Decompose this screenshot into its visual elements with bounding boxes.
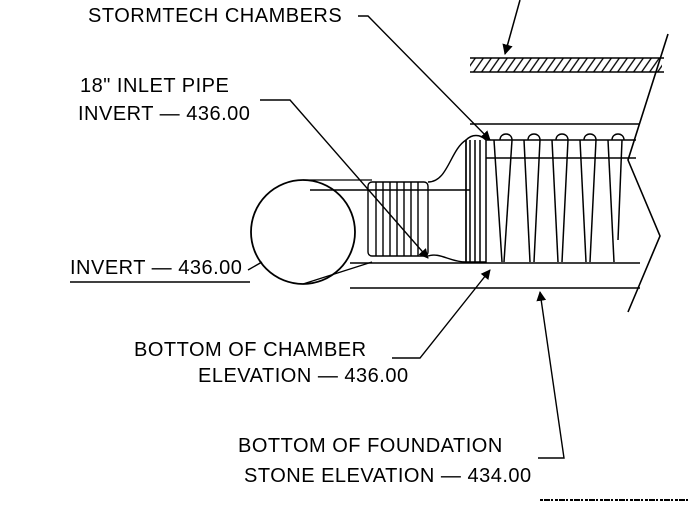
label-stormtech-chambers: STORMTECH CHAMBERS <box>88 5 343 27</box>
leader-bottom-chamber <box>392 269 491 358</box>
leader-invert <box>248 262 262 270</box>
surface-hatch <box>470 58 664 72</box>
label-inlet-pipe-line1: 18" INLET PIPE <box>80 75 230 97</box>
label-bottom-foundation-line2: STONE ELEVATION — 434.00 <box>244 465 532 487</box>
stormtech-chamber <box>466 134 636 262</box>
label-invert: INVERT — 436.00 <box>70 257 243 279</box>
inlet-pipe <box>251 180 355 284</box>
leader-inlet-pipe <box>260 100 429 259</box>
scan-artifact <box>540 497 688 503</box>
pipe-connector <box>368 140 466 262</box>
leader-lines <box>248 16 564 458</box>
label-bottom-chamber-line2: ELEVATION — 436.00 <box>198 365 409 387</box>
excavation-sidewall <box>628 34 668 312</box>
label-bottom-foundation-line1: BOTTOM OF FOUNDATION <box>238 435 503 457</box>
top-leader-arrow <box>502 0 520 56</box>
label-inlet-pipe-line2: INVERT — 436.00 <box>78 103 251 125</box>
label-bottom-chamber-line1: BOTTOM OF CHAMBER <box>134 339 367 361</box>
leader-foundation <box>536 291 564 458</box>
leader-stormtech <box>358 16 491 141</box>
